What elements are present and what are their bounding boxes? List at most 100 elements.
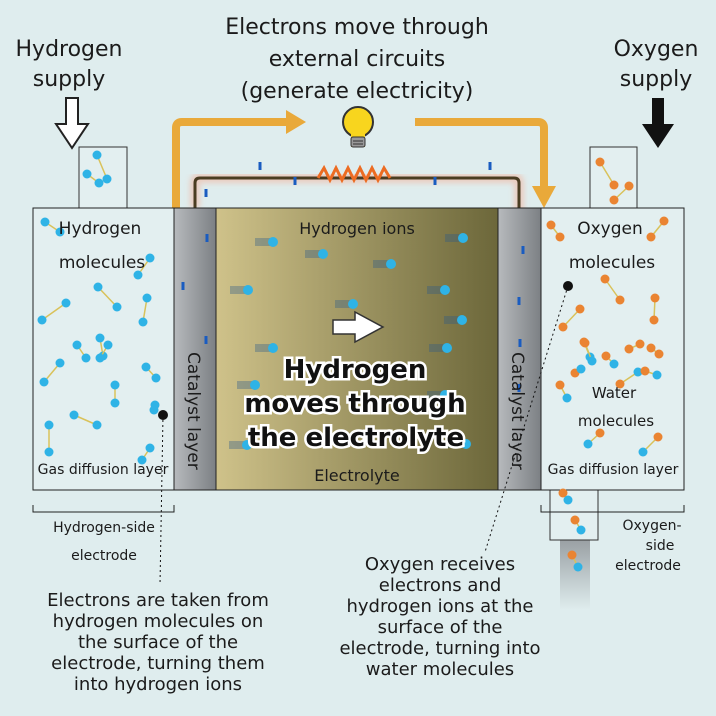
electrolyte-main-label: Hydrogen moves through the electrolyte (242, 353, 468, 456)
hydrogen-ion-icon (318, 249, 328, 259)
hydrogen-molecule-icon (55, 227, 65, 237)
water-outlet-tube (560, 540, 590, 610)
gas-diffusion-layer-oxygen (540, 207, 685, 491)
svg-text:the electrolyte: the electrolyte (248, 423, 464, 453)
water-molecule-icon (587, 356, 597, 366)
water-molecule-icon (576, 525, 586, 535)
water-molecule-icon (609, 359, 619, 369)
hydrogen-side-note: Electrons are taken from hydrogen molecu… (47, 590, 269, 695)
hydrogen-ion-icon (268, 237, 278, 247)
hydrogen-molecule-icon (40, 217, 50, 227)
water-molecules-label: molecules (578, 412, 654, 430)
electron-icon (518, 339, 522, 347)
gas-diffusion-layer-label: Gas diffusion layer (38, 462, 169, 478)
hydrogen-molecule-icon (37, 315, 47, 325)
ion-trail (305, 250, 321, 258)
electron-icon (517, 297, 521, 305)
water-molecule-icon (555, 380, 565, 390)
electron-icon (433, 177, 437, 185)
bond (97, 286, 118, 308)
oxygen-molecule-icon (555, 232, 565, 242)
ion-trail (237, 381, 253, 389)
title-line: Electrons move through (225, 15, 489, 40)
catalyst-layer-hydrogen (173, 207, 217, 491)
oxygen-electrode-label: Oxygen- (622, 518, 681, 534)
svg-text:electrode, turning them: electrode, turning them (51, 653, 265, 674)
water-molecule-icon (558, 488, 568, 498)
hydrogen-molecule-icon (72, 340, 82, 350)
svg-text:the surface of the: the surface of the (78, 632, 238, 653)
water-molecule-icon (567, 550, 577, 560)
water-molecule-icon (601, 351, 611, 361)
oxygen-molecules-label: molecules (569, 253, 655, 273)
electron-icon (204, 189, 208, 197)
hydrogen-ion-icon (243, 285, 253, 295)
hydrogen-molecule-icon (103, 340, 113, 350)
oxygen-molecule-icon (615, 295, 625, 305)
hydrogen-molecule-icon (92, 420, 102, 430)
hydrogen-molecules-label: Hydrogen (59, 219, 142, 239)
hydrogen-supply-arrow-icon (54, 97, 90, 150)
hydrogen-molecule-icon (39, 377, 49, 387)
ion-trail (230, 286, 246, 294)
title-line: (generate electricity) (241, 79, 474, 104)
hydrogen-ion-icon (250, 380, 260, 390)
ion-trail (315, 401, 331, 409)
hydrogen-molecule-icon (55, 358, 65, 368)
arrowhead-icon (286, 110, 306, 134)
bond (41, 302, 67, 321)
hydrogen-molecule-icon (93, 282, 103, 292)
hydrogen-molecule-icon (137, 455, 147, 465)
hydrogen-molecule-icon (69, 410, 79, 420)
water-molecules-label: Water (592, 384, 637, 402)
hydrogen-ion-icon (442, 343, 452, 353)
ion-trail (427, 391, 443, 399)
hydrogen-molecule-icon (145, 443, 155, 453)
hydrogen-molecule-icon (102, 174, 112, 184)
svg-text:hydrogen molecules on: hydrogen molecules on (53, 611, 264, 632)
oxygen-molecule-icon (600, 274, 610, 284)
hydrogen-ion-icon (461, 439, 471, 449)
hydrogen-ion-icon (458, 233, 468, 243)
electron-icon (517, 384, 521, 392)
water-outlet (549, 489, 599, 541)
oxygen-molecule-icon (659, 216, 669, 226)
svg-text:Oxygen receives: Oxygen receives (365, 554, 515, 575)
svg-text:water molecules: water molecules (366, 659, 514, 680)
oxygen-electrode-label: electrode (615, 558, 681, 574)
hydrogen-ion-icon (268, 343, 278, 353)
hydrogen-molecule-icon (81, 353, 91, 363)
ion-trail (335, 300, 351, 308)
oxygen-molecule-icon (654, 349, 664, 359)
oxygen-molecule-icon (635, 339, 645, 349)
water-molecule-icon (562, 393, 572, 403)
oxygen-molecule-icon (546, 220, 556, 230)
ion-trail (427, 286, 443, 294)
hydrogen-molecule-icon (112, 302, 122, 312)
title-line: external circuits (269, 47, 446, 72)
hydrogen-molecule-icon (44, 420, 54, 430)
oxygen-electrode-bracket (540, 505, 685, 513)
hydrogen-molecule-icon (141, 362, 151, 372)
water-molecule-icon (633, 367, 643, 377)
ion-trail (448, 440, 464, 448)
catalyst-layer-oxygen (497, 207, 542, 491)
hydrogen-molecule-icon (95, 353, 105, 363)
hydrogen-molecule-icon (92, 150, 102, 160)
oxygen-molecule-icon (646, 232, 656, 242)
hydrogen-molecules-label: molecules (59, 253, 145, 273)
ion-trail (229, 441, 245, 449)
oxygen-molecule-icon (624, 344, 634, 354)
oxygen-supply-arrow-icon (642, 98, 674, 148)
water-molecule-icon (615, 379, 625, 389)
water-molecule-icon (576, 364, 586, 374)
water-molecule-icon (640, 366, 650, 376)
water-molecule-icon (595, 428, 605, 438)
oxygen-molecule-icon (609, 195, 619, 205)
hydrogen-molecule-icon (95, 333, 105, 343)
oxygen-molecule-icon (624, 181, 634, 191)
hydrogen-molecule-icon (110, 398, 120, 408)
oxygen-molecules-label: Oxygen (577, 219, 643, 239)
water-molecule-icon (563, 495, 573, 505)
